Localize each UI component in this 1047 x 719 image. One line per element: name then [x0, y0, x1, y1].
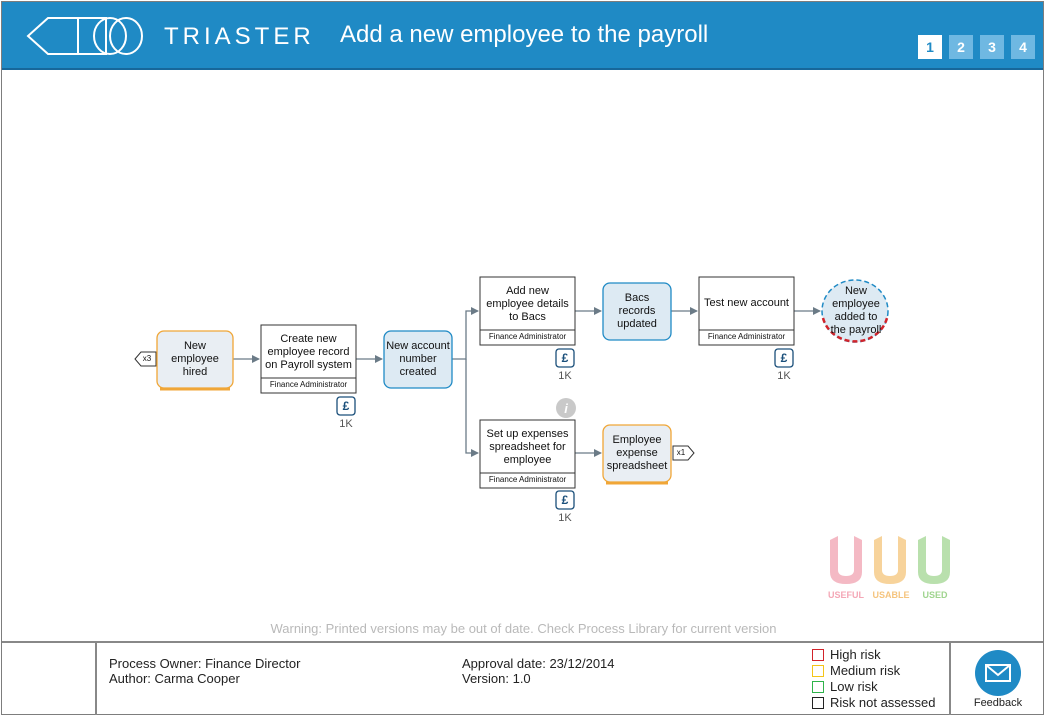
- page-tabs: 1 2 3 4: [918, 35, 1035, 59]
- create-step-shape[interactable]: [260, 324, 357, 394]
- risk-low: Low risk: [812, 679, 878, 694]
- start-badge-shape: [134, 351, 157, 367]
- bacs-output-label: Bacs records updated: [617, 292, 657, 330]
- risk-low-label: Low risk: [830, 679, 878, 694]
- bacs-step-role: Finance Administrator: [488, 332, 567, 341]
- end-badge: x1: [676, 448, 686, 457]
- pound-icon: £: [561, 492, 569, 507]
- footer-logo-cell: [2, 643, 97, 715]
- bacs-step-label: Add new employee details to Bacs: [486, 284, 569, 323]
- cost-icon-box: [774, 348, 794, 368]
- create-step-label: Create new employee record on Payroll sy…: [265, 332, 352, 371]
- approval-date: Approval date: 23/12/2014: [462, 656, 615, 671]
- expenses-step-cost: 1K: [558, 512, 572, 524]
- end-event-risk-arc: [821, 317, 889, 343]
- bacs-step-shape[interactable]: [479, 276, 576, 346]
- version: Version: 1.0: [462, 671, 531, 686]
- connectors: [233, 307, 821, 457]
- risk-not-assessed-label: Risk not assessed: [830, 695, 936, 710]
- bacs-step-cost: 1K: [558, 370, 572, 382]
- uuu-used: USED: [922, 590, 948, 600]
- uuu-logo: [830, 536, 950, 584]
- author: Author: Carma Cooper: [109, 671, 240, 686]
- end-event-label: New employee added to the payroll: [830, 285, 882, 336]
- pound-icon: £: [342, 398, 350, 413]
- triaster-logo: [26, 17, 143, 55]
- info-icon-circle[interactable]: [556, 398, 576, 418]
- used-u-icon: [918, 536, 950, 584]
- feedback-label[interactable]: Feedback: [973, 697, 1023, 709]
- account-output-label: New account number created: [386, 340, 450, 378]
- start-badge: x3: [142, 354, 152, 363]
- medium-risk-swatch-icon: [812, 664, 824, 677]
- expenses-output-label: Employee expense spreadsheet: [606, 434, 668, 472]
- connector: [452, 307, 479, 360]
- not-assessed-swatch-icon: [812, 696, 824, 709]
- cost-icon-box: [555, 490, 575, 510]
- low-risk-swatch-icon: [812, 680, 824, 693]
- header-bar: TRIASTER Add a new employee to the payro…: [2, 2, 1043, 70]
- uuu-useful: USEFUL: [828, 590, 864, 600]
- pound-icon: £: [780, 350, 788, 365]
- bacs-output-shape[interactable]: [602, 282, 672, 341]
- process-owner: Process Owner: Finance Director: [109, 656, 301, 671]
- risk-high: High risk: [812, 647, 881, 662]
- footer-info-cell: [97, 643, 951, 715]
- page-tab-2[interactable]: 2: [949, 35, 973, 59]
- brand-name: TRIASTER: [164, 23, 315, 50]
- envelope-icon: [985, 664, 1011, 682]
- connector: [465, 359, 479, 457]
- risk-medium: Medium risk: [812, 663, 900, 678]
- risk-high-label: High risk: [830, 647, 881, 662]
- page-tab-4[interactable]: 4: [1011, 35, 1035, 59]
- footer: [2, 641, 1043, 715]
- risk-medium-label: Medium risk: [830, 663, 901, 678]
- end-badge-shape: [672, 445, 695, 461]
- uuu-usable: USABLE: [872, 590, 910, 600]
- expenses-step-label: Set up expenses spreadsheet for employee: [486, 427, 569, 466]
- account-output-shape[interactable]: [383, 330, 453, 389]
- high-risk-swatch-icon: [812, 648, 824, 661]
- usable-u-icon: [874, 536, 906, 584]
- info-icon[interactable]: i: [564, 400, 568, 416]
- page-tab-3[interactable]: 3: [980, 35, 1004, 59]
- feedback-button[interactable]: [975, 650, 1021, 696]
- test-step-cost: 1K: [777, 370, 791, 382]
- pound-icon: £: [561, 350, 569, 365]
- start-event-label: New employee hired: [171, 340, 219, 378]
- expenses-step-shape[interactable]: [479, 419, 576, 489]
- useful-u-icon: [830, 536, 862, 584]
- cost-icon-box: [336, 396, 356, 416]
- create-step-cost: 1K: [339, 418, 353, 430]
- create-step-role: Finance Administrator: [269, 380, 348, 389]
- test-step-role: Finance Administrator: [707, 332, 786, 341]
- cost-icon-box: [555, 348, 575, 368]
- risk-not-assessed: Risk not assessed: [812, 695, 936, 710]
- page-title: Add a new employee to the payroll: [340, 21, 709, 48]
- print-warning: Warning: Printed versions may be out of …: [270, 621, 777, 636]
- test-step-shape[interactable]: [698, 276, 795, 346]
- test-step-label: Test new account: [704, 296, 789, 309]
- expenses-step-role: Finance Administrator: [488, 475, 567, 484]
- page-tab-1[interactable]: 1: [918, 35, 942, 59]
